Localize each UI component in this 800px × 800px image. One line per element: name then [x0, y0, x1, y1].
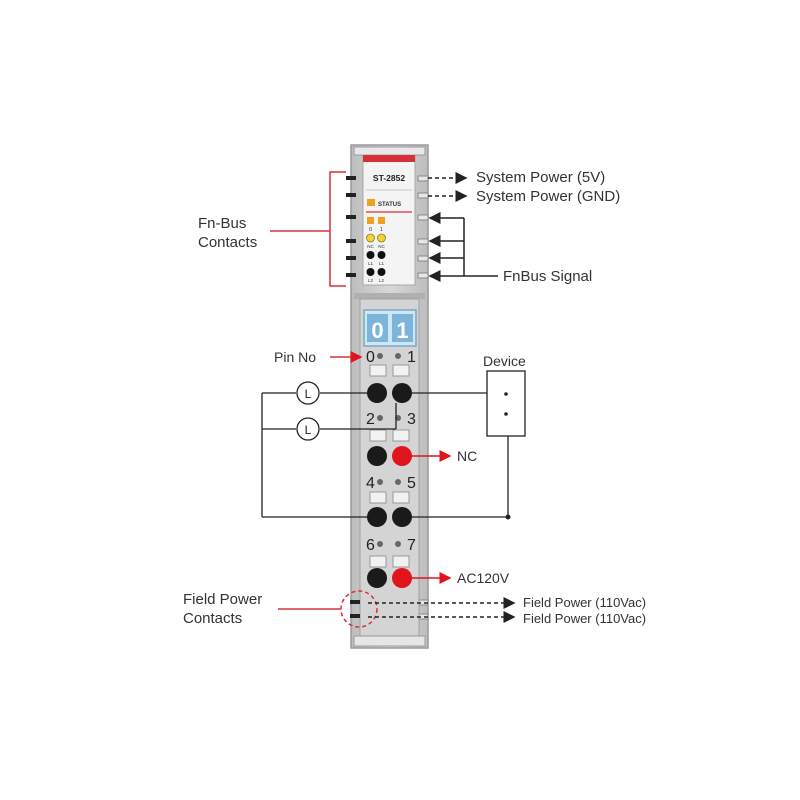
led-yellow-1-icon — [377, 233, 386, 243]
fnbus-contacts-bracket — [270, 171, 346, 287]
terminal-block — [359, 298, 420, 645]
fnbus-contacts-label-line2: Contacts — [198, 234, 257, 251]
io-module: ST-2852 STATUS 0 1 NC NC L1 L1 L2 L2 — [346, 144, 429, 649]
fnbus-contact-tab-6 — [346, 273, 356, 277]
field-power-contact-tab-2 — [350, 614, 360, 618]
channel-digit-0: 0 — [371, 318, 383, 343]
fnbus-contact-tab-2 — [346, 193, 356, 197]
terminal-7[interactable] — [392, 568, 412, 588]
led-orange-1-icon — [378, 217, 385, 224]
field-power-contact-tab-1 — [350, 600, 360, 604]
terminal-4[interactable] — [367, 507, 387, 527]
pin-number-6: 6 — [366, 537, 375, 554]
small-label-l1-1: L1 — [379, 261, 385, 266]
led-label-1: 1 — [380, 227, 383, 233]
led-black-2-icon — [366, 268, 375, 276]
pin-no-label: Pin No — [274, 349, 316, 365]
fnbus-contacts-label-line1: Fn-Bus — [198, 215, 246, 232]
field-power-label-2: Field Power (110Vac) — [523, 611, 646, 626]
field-power-contacts-label-line2: Contacts — [183, 610, 242, 627]
ac120v-label: AC120V — [457, 570, 510, 586]
led-orange-0-icon — [367, 217, 374, 224]
terminal-1[interactable] — [392, 383, 412, 403]
field-power-label-1: Field Power (110Vac) — [523, 595, 646, 610]
system-power-gnd-label: System Power (GND) — [476, 188, 620, 205]
field-power-contacts-label-line1: Field Power — [183, 591, 262, 608]
small-label-nc-0: NC — [367, 244, 374, 249]
fnbus-signal-label: FnBus Signal — [503, 268, 592, 285]
pin-number-4: 4 — [366, 475, 375, 492]
fnbus-contact-tab-3 — [346, 215, 356, 219]
terminal-2[interactable] — [367, 446, 387, 466]
device-box — [486, 370, 526, 437]
load-symbol-1: L — [305, 387, 312, 401]
system-power-5v-label: System Power (5V) — [476, 169, 605, 186]
terminal-5[interactable] — [392, 507, 412, 527]
small-label-nc-1: NC — [378, 244, 385, 249]
status-indicator-icon — [367, 199, 375, 206]
load-icon-1 — [296, 381, 320, 405]
module-model: ST-2852 — [373, 173, 405, 183]
fnbus-contact-tab-4 — [346, 239, 356, 243]
load-icon-2 — [296, 417, 320, 441]
module-red-stripe — [363, 155, 415, 162]
led-black-1-icon — [377, 251, 386, 259]
terminal-6[interactable] — [367, 568, 387, 588]
led-yellow-0-icon — [366, 233, 375, 243]
terminal-0[interactable] — [367, 383, 387, 403]
pin-number-0: 0 — [366, 349, 375, 366]
pin-number-3: 3 — [407, 411, 416, 428]
small-label-l2-1: L2 — [379, 278, 385, 283]
wiring — [261, 392, 509, 518]
terminal-3[interactable] — [392, 446, 412, 466]
fnbus-contact-tab-5 — [346, 256, 356, 260]
device-label: Device — [483, 353, 526, 369]
fnbus-contact-tab-1 — [346, 176, 356, 180]
led-label-0: 0 — [369, 227, 372, 233]
channel-digit-1: 1 — [396, 318, 408, 343]
pin-number-5: 5 — [407, 475, 416, 492]
nc-label: NC — [457, 448, 477, 464]
led-black-3-icon — [377, 268, 386, 276]
load-symbol-2: L — [305, 423, 312, 437]
small-label-l2-0: L2 — [368, 278, 374, 283]
pin-number-1: 1 — [407, 349, 416, 366]
pin-number-2: 2 — [366, 411, 375, 428]
fnbus-signal-lines — [428, 212, 498, 282]
pin-number-7: 7 — [407, 537, 416, 554]
small-label-l1-0: L1 — [368, 261, 374, 266]
status-label: STATUS — [378, 202, 401, 208]
module-top-cap — [353, 146, 426, 156]
led-black-0-icon — [366, 251, 375, 259]
